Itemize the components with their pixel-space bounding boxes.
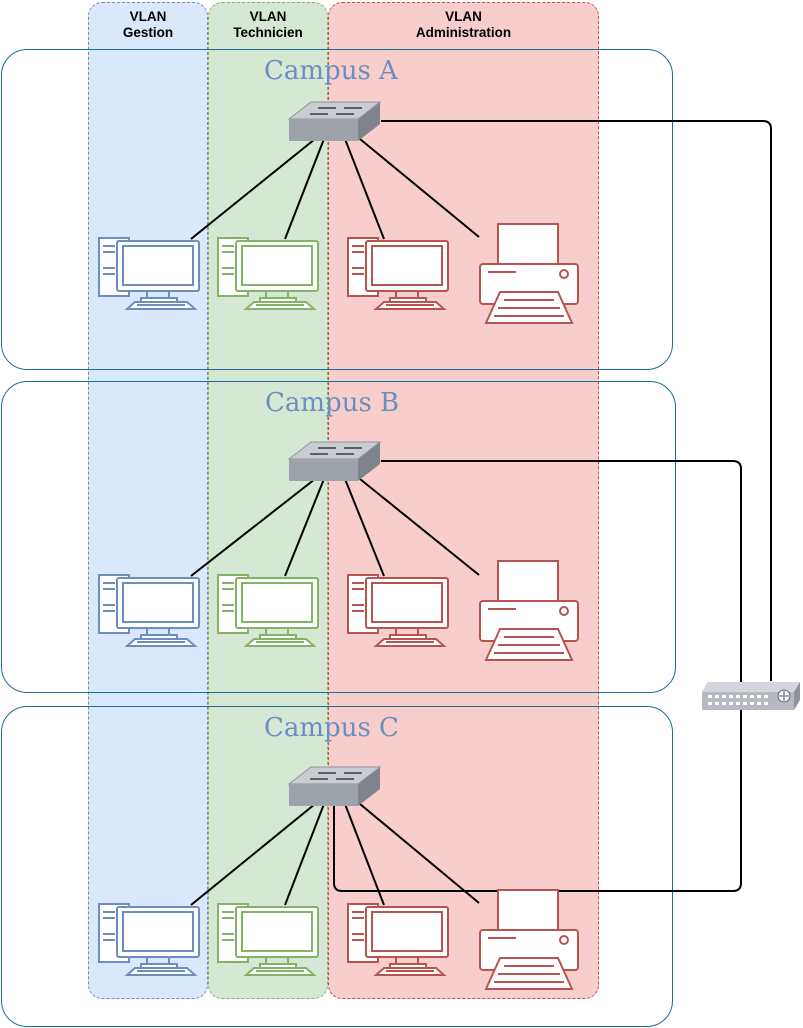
computer-icon	[98, 574, 200, 647]
computer-icon	[98, 237, 200, 310]
campus-b-title: Campus B	[265, 388, 400, 418]
computer-icon	[217, 574, 319, 647]
router-icon	[702, 682, 800, 710]
switch-icon	[288, 101, 382, 141]
computer-icon	[98, 903, 200, 976]
computer-icon	[347, 574, 449, 647]
campus-c-title: Campus C	[264, 713, 399, 743]
printer-icon	[479, 889, 579, 990]
switch-icon	[288, 441, 382, 481]
printer-icon	[479, 223, 579, 324]
computer-icon	[217, 237, 319, 310]
computer-icon	[347, 237, 449, 310]
computer-icon	[217, 903, 319, 976]
campus-c-box	[1, 706, 673, 1027]
campus-a-title: Campus A	[264, 56, 398, 86]
switch-icon	[288, 766, 382, 806]
computer-icon	[347, 903, 449, 976]
campus-a-box	[1, 49, 673, 370]
printer-icon	[479, 560, 579, 661]
campus-b-box	[1, 381, 676, 693]
